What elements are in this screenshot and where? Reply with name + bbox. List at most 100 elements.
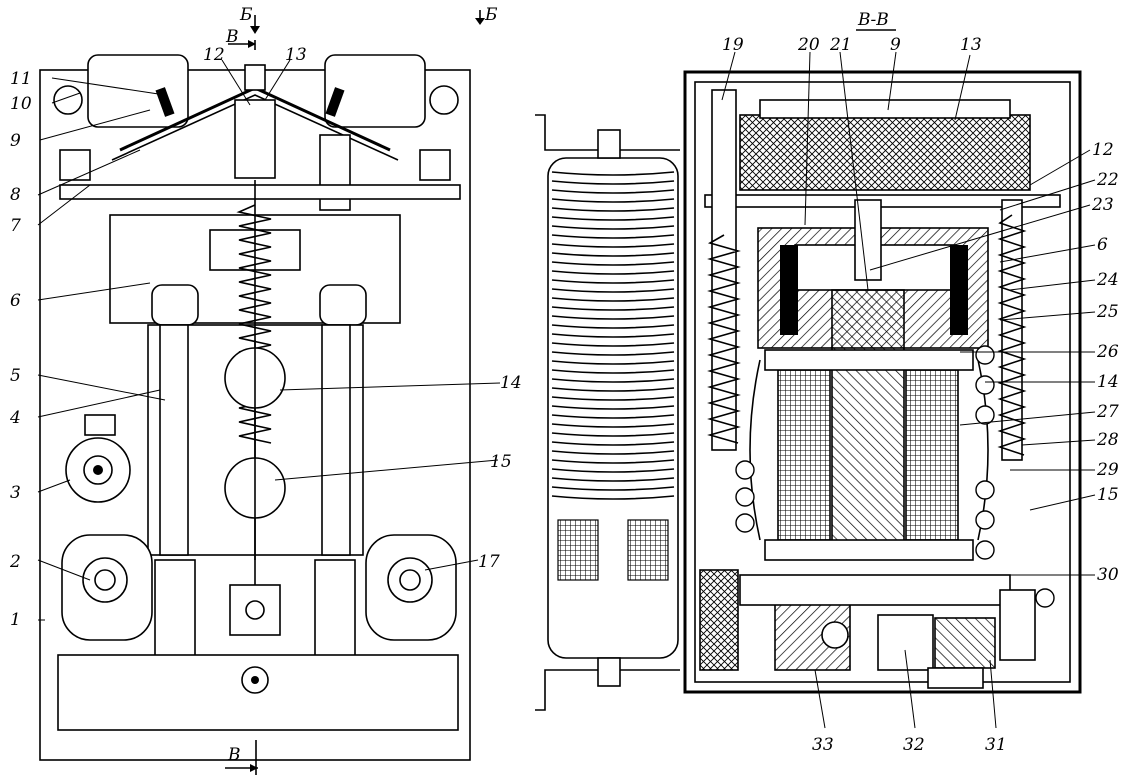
insulator-rib	[551, 288, 675, 293]
insulator-coil-left	[557, 519, 599, 581]
lower-bracket-right	[314, 559, 356, 661]
callout-12: 12	[203, 45, 225, 65]
insulator-rib	[551, 405, 675, 410]
callout-15: 15	[490, 452, 512, 472]
insulator-rib	[551, 207, 675, 212]
callout-3: 3	[10, 483, 21, 503]
frame-hole	[975, 540, 995, 560]
callout-8: 8	[10, 185, 21, 205]
callout-25: 25	[1096, 302, 1119, 322]
pole-right	[319, 284, 367, 326]
coil-right-27	[905, 369, 959, 541]
bottom-bracket	[739, 574, 1011, 606]
pole-left	[151, 284, 199, 326]
callout-14: 14	[500, 373, 522, 393]
arrow-head	[250, 26, 260, 34]
arrow-head	[250, 764, 258, 772]
insulator-rib	[551, 459, 675, 464]
frame-hole	[735, 513, 755, 533]
shading-ring-right	[950, 245, 968, 335]
insulator-top-nut	[597, 129, 621, 159]
section-mark-b: Б	[239, 5, 253, 25]
callout-33: 33	[812, 735, 834, 755]
insulator-rib	[551, 243, 675, 248]
insulator-rib	[551, 315, 675, 320]
callout-28: 28	[1096, 430, 1119, 450]
callout-10: 10	[10, 94, 32, 114]
terminal-clamp-3-tab	[84, 414, 116, 436]
callout-9-right: 9	[890, 35, 901, 55]
frame-hole	[975, 375, 995, 395]
coil-top-flange	[764, 349, 974, 371]
insulator-rib	[551, 216, 675, 221]
insulator-rib	[551, 342, 675, 347]
insulator-rib	[551, 387, 675, 392]
insulator-rib	[551, 441, 675, 446]
terminal-right	[419, 149, 451, 181]
coil-bottom-flange	[764, 539, 974, 561]
callout-29: 29	[1096, 460, 1119, 480]
insulator-rib	[551, 198, 675, 203]
callout-6: 6	[10, 291, 21, 311]
insulator-rib	[551, 432, 675, 437]
arrow-head	[248, 40, 256, 48]
central-core	[831, 289, 905, 556]
callout-20: 20	[797, 35, 820, 55]
insulator-rib	[551, 225, 675, 230]
leader-lines-left	[37, 59, 501, 621]
section-mark-b-right: Б	[484, 5, 498, 25]
callout-24: 24	[1096, 270, 1119, 290]
section-mark-v-bottom: В	[227, 745, 241, 765]
top-insulation-block	[739, 114, 1031, 191]
coil-left-27	[777, 369, 831, 541]
callout-9: 9	[10, 131, 21, 151]
lower-bracket-left	[154, 559, 196, 661]
leader-lines-right	[721, 51, 1096, 729]
section-view: В-В 19 20 21 9 13 12 22 23 6 24 25 26 14…	[535, 10, 1119, 755]
insulator-rib	[551, 360, 675, 365]
insulator-bottom-nut	[597, 657, 621, 687]
insulator-rib	[551, 477, 675, 482]
arrow-head	[475, 18, 485, 25]
frame-hole	[975, 345, 995, 365]
base-bolt-center	[251, 676, 259, 684]
insulator-rib	[551, 495, 675, 500]
cam-30	[999, 589, 1036, 661]
insulator-rib	[551, 252, 675, 257]
crossbar	[59, 184, 461, 200]
callout-22: 22	[1096, 170, 1119, 190]
callout-21: 21	[829, 35, 852, 55]
coil-frame-left	[749, 359, 761, 541]
nut-left	[53, 85, 83, 115]
callout-32: 32	[903, 735, 925, 755]
insulator-rib	[551, 423, 675, 428]
insulator-rib	[551, 396, 675, 401]
terminal-clamp-3-bolt	[93, 465, 103, 475]
callout-12-right: 12	[1092, 140, 1114, 160]
shading-ring-left	[780, 245, 798, 335]
callout-1: 1	[10, 610, 21, 630]
nut-right	[429, 85, 459, 115]
lower-pin	[245, 600, 265, 620]
block-31	[934, 617, 996, 669]
arc-chute-right	[324, 54, 426, 128]
terminal-17-bolt	[399, 569, 421, 591]
top-nut	[244, 64, 266, 91]
insulator-coil-right	[627, 519, 669, 581]
callout-5: 5	[10, 366, 21, 386]
lever-pivot	[821, 621, 849, 649]
frame-hole	[975, 480, 995, 500]
callout-15-right: 15	[1097, 485, 1119, 505]
insulator-rib	[551, 270, 675, 275]
callout-19: 19	[722, 35, 744, 55]
insulator-rib	[551, 378, 675, 383]
frame-hole	[735, 460, 755, 480]
frame-hole	[735, 487, 755, 507]
frame-hole	[975, 405, 995, 425]
insulator-rib	[551, 468, 675, 473]
insulator-ribs	[551, 171, 675, 500]
callout-17: 17	[478, 552, 500, 572]
spring-28	[997, 214, 1027, 456]
spring-19	[707, 234, 741, 444]
terminal-left	[59, 149, 91, 181]
